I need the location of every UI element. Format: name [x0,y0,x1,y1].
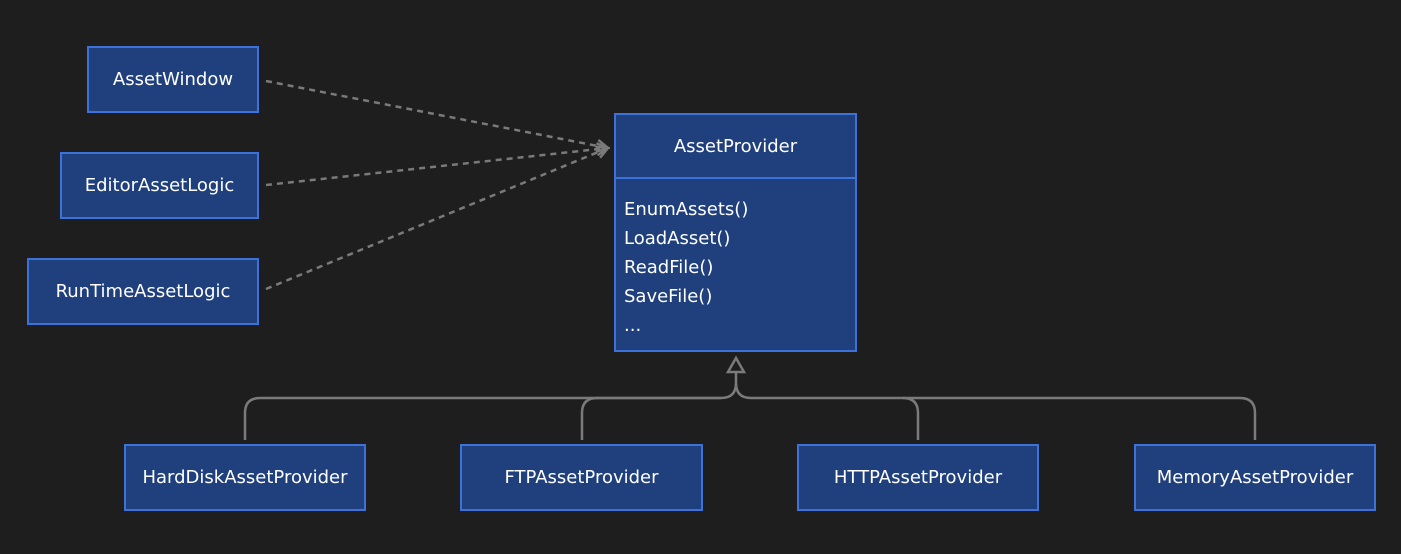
impl-label: FTPAssetProvider [504,467,659,488]
impl-label: HardDiskAssetProvider [142,467,348,488]
impl-box-harddiskassetprovider[interactable]: HardDiskAssetProvider [124,444,366,511]
method-list: EnumAssets() LoadAsset() ReadFile() Save… [616,179,855,340]
method-item: ... [624,315,642,336]
interface-title: AssetProvider [616,115,855,179]
method-item: LoadAsset() [624,228,731,249]
method-item: EnumAssets() [624,199,749,220]
client-label: RunTimeAssetLogic [55,281,231,302]
dependency-arrow-assetwindow [265,79,608,148]
inheritance-line-ftp [580,396,721,440]
method-item: ReadFile() [624,257,714,278]
impl-box-ftpassetprovider[interactable]: FTPAssetProvider [460,444,703,511]
client-box-editorassetlogic[interactable]: EditorAssetLogic [60,152,259,219]
inheritance-line-memory [903,396,1257,440]
inheritance-line-http [734,382,920,440]
inheritance-triangle [725,355,747,374]
dependency-arrow-editorassetlogic [265,148,608,187]
impl-label: HTTPAssetProvider [833,467,1003,488]
client-label: EditorAssetLogic [84,175,235,196]
inheritance-line-harddisk [243,372,738,440]
client-box-assetwindow[interactable]: AssetWindow [87,46,259,113]
impl-box-memoryassetprovider[interactable]: MemoryAssetProvider [1134,444,1376,511]
impl-box-httpassetprovider[interactable]: HTTPAssetProvider [797,444,1039,511]
client-box-runtimeassetlogic[interactable]: RunTimeAssetLogic [27,258,259,325]
impl-label: MemoryAssetProvider [1156,467,1354,488]
interface-box-assetprovider[interactable]: AssetProvider EnumAssets() LoadAsset() R… [614,113,857,352]
client-label: AssetWindow [112,69,234,90]
dependency-arrow-runtimeassetlogic [265,148,608,291]
method-item: SaveFile() [624,286,713,307]
